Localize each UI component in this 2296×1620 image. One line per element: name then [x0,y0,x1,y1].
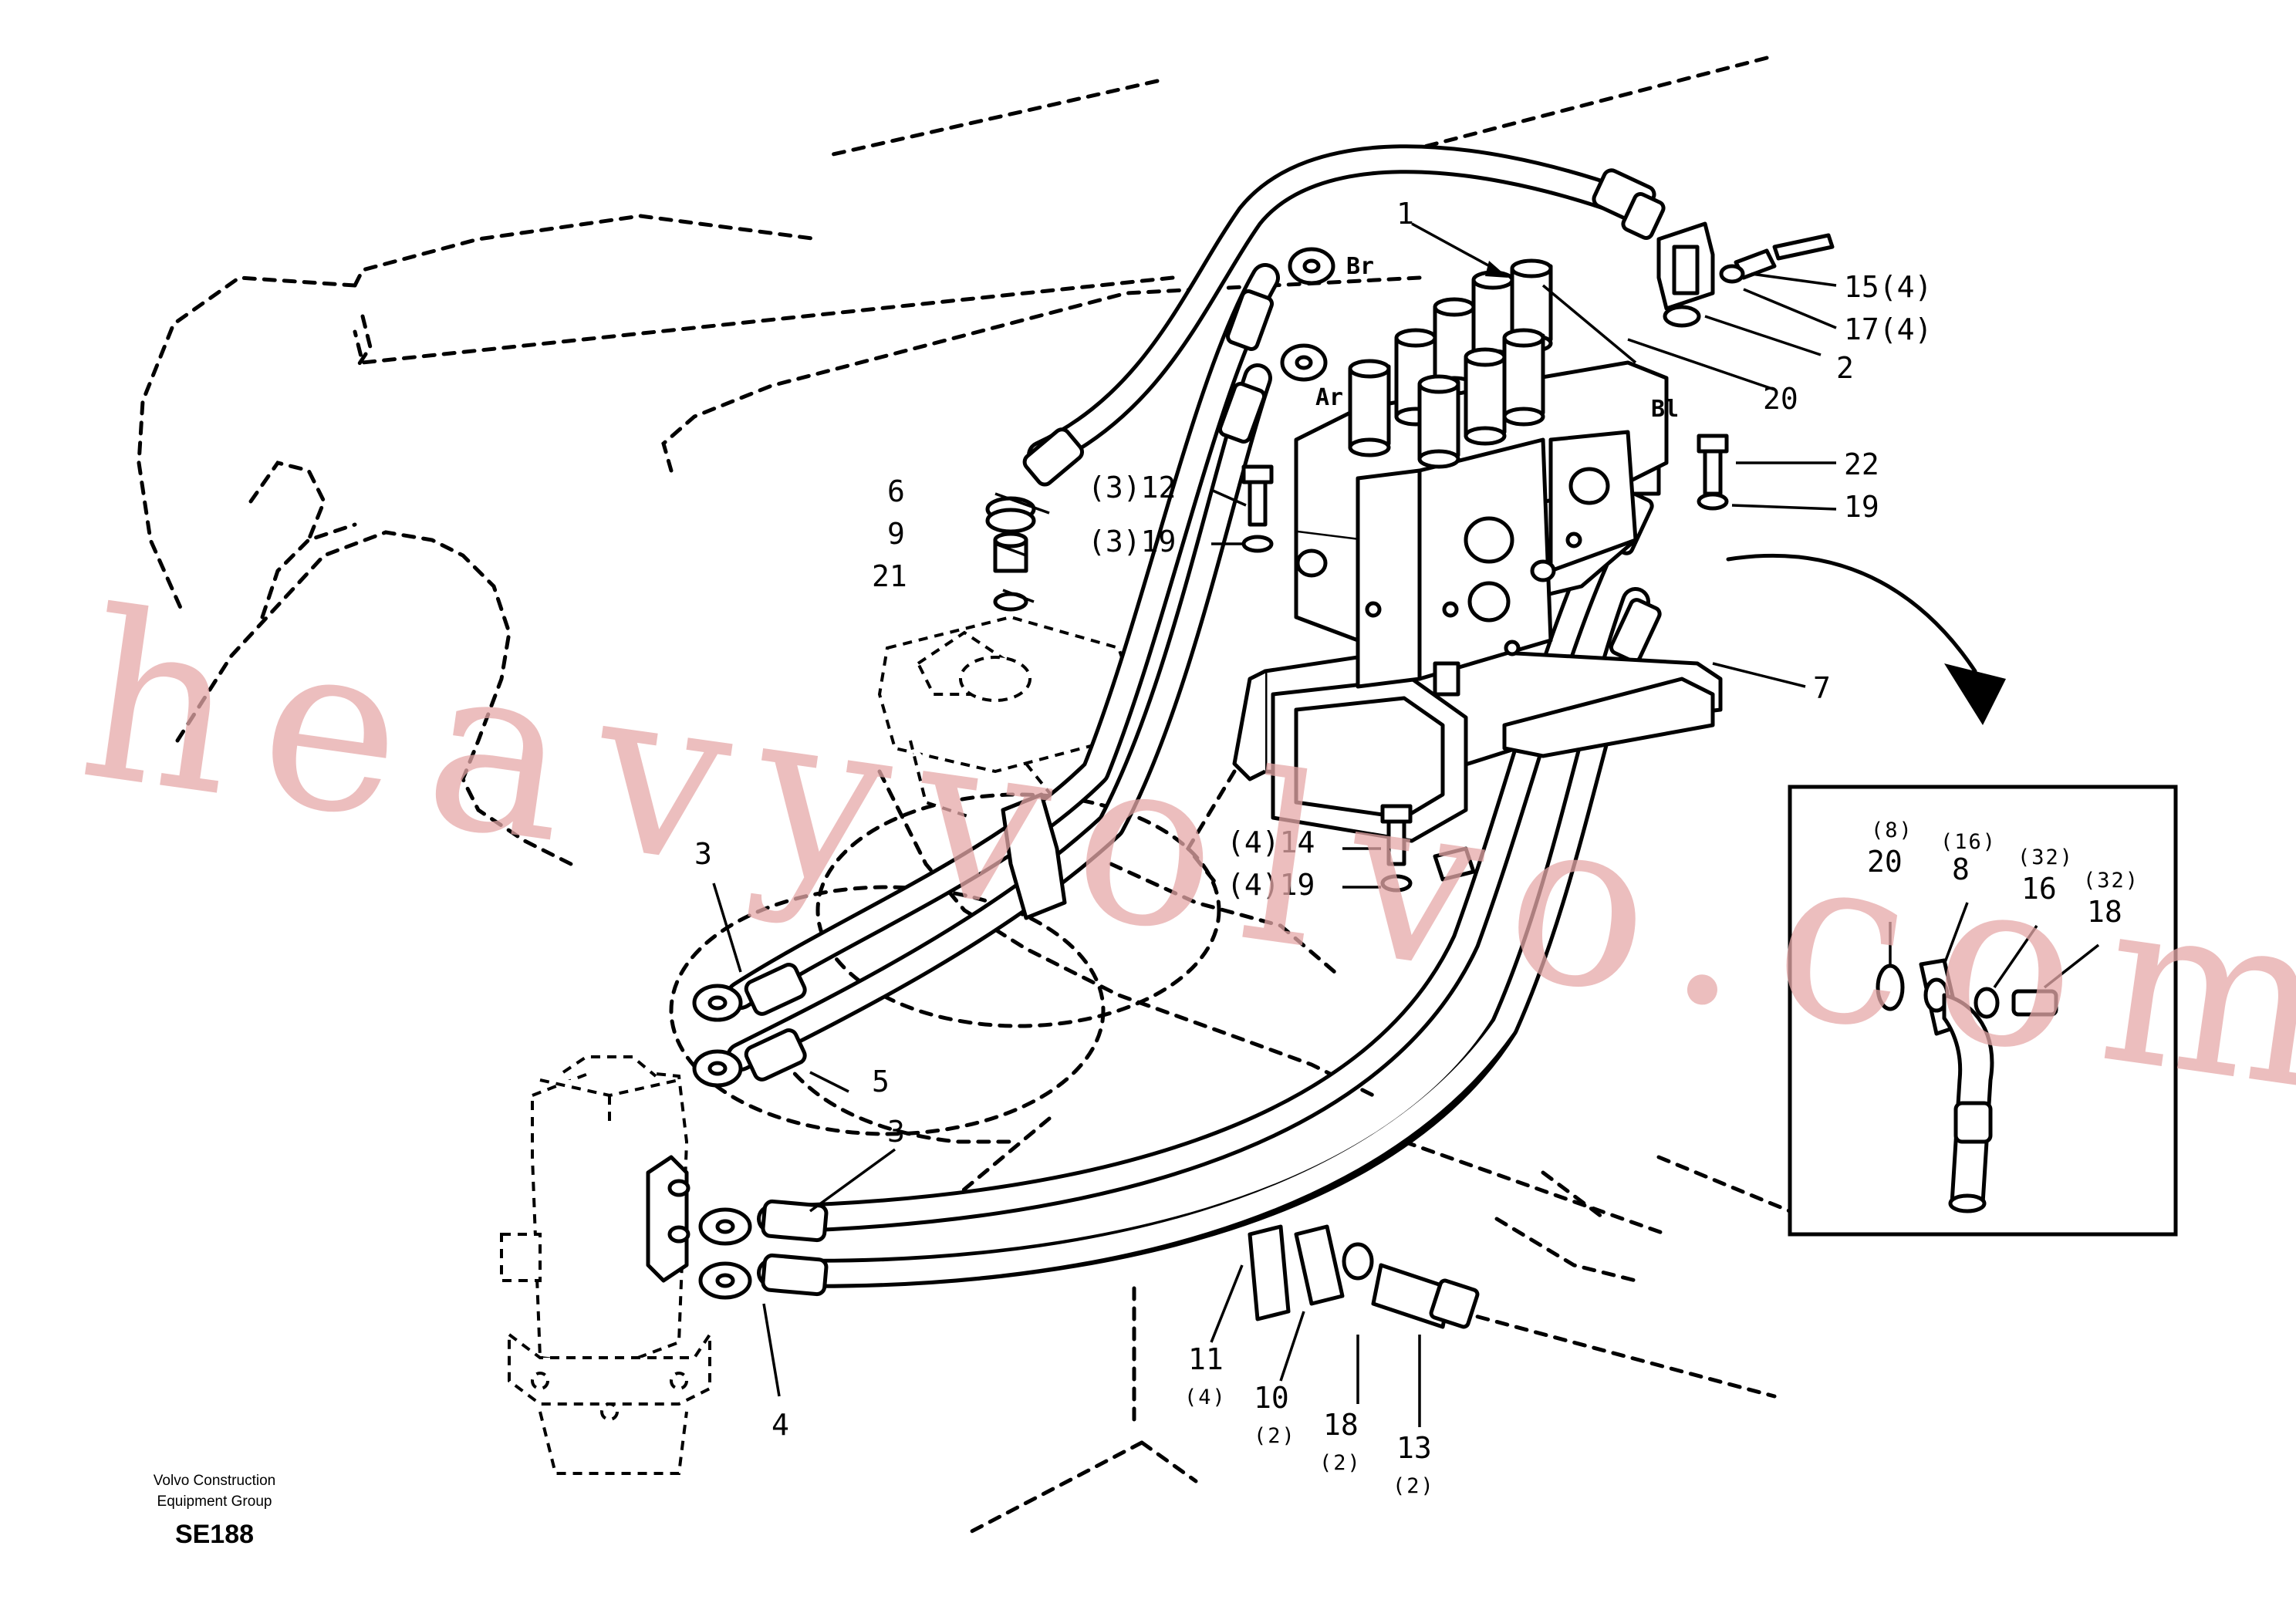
inset-8-qty: (16) [1940,830,1997,854]
callout-3-lower: 3 [887,1115,905,1149]
detail-inset [1788,785,2178,1237]
callout-19-right: 19 [1844,490,1879,524]
callout-15: 15(4) [1844,270,1932,304]
port-br-label: Br [1346,253,1374,280]
callout-2: 2 [1836,351,1854,385]
company-name-line2: Equipment Group [157,1493,272,1510]
inset-labels: (8) 20 (16) 8 (32) 16 (32) 18 [1867,818,2139,929]
callout-11: 11 [1188,1342,1224,1376]
callout-10-qty: (2) [1254,1424,1296,1448]
inset-20-qty: (8) [1871,818,1913,842]
figure-code: SE188 [175,1520,254,1549]
callout-20: 20 [1763,382,1798,416]
callout-17: 17(4) [1844,312,1932,346]
callout-labels: 1 2 20 15(4) 17(4) 22 19 7 (3)12 (3)19 6… [694,197,1932,1498]
detail-arrow [1726,554,2006,725]
inset-18: 18 [2087,895,2122,929]
inset-20: 20 [1867,845,1903,879]
inset-18-qty: (32) [2083,869,2139,893]
callout-4: 4 [772,1408,789,1442]
hose-clamps [1001,792,1345,1321]
callout-3-upper: 3 [694,837,712,871]
callout-13-qty: (2) [1393,1474,1435,1498]
callout-12: (3)12 [1088,471,1176,505]
callout-11-qty: (4) [1184,1385,1227,1409]
callout-6: 6 [887,474,905,508]
inset-16: 16 [2021,872,2057,906]
solenoid-valves [1348,258,1553,469]
callout-1: 1 [1396,197,1414,231]
leader-lines [712,222,2100,1427]
machine-outline [137,56,1792,1537]
company-name-line1: Volvo Construction [154,1473,275,1489]
control-valve [1232,258,1723,843]
inset-8: 8 [1952,852,1970,886]
hoses [726,144,1650,1288]
loose-fasteners [985,434,1729,1329]
callout-19-bottom: (4)19 [1227,868,1315,902]
footer: Volvo Construction Equipment Group SE188 [154,1473,275,1549]
port-ar-label: Ar [1315,384,1343,411]
inset-16-qty: (32) [2017,845,2074,869]
callout-5: 5 [872,1065,890,1099]
port-labels: Br Ar Bl [1315,253,1679,423]
callout-18-qty: (2) [1319,1451,1362,1475]
callout-10: 10 [1254,1381,1289,1415]
callout-7: 7 [1813,671,1831,705]
callout-22: 22 [1844,447,1879,481]
swing-motor [877,615,1136,819]
callout-14: (4)14 [1227,825,1315,859]
callout-13: 13 [1396,1431,1432,1465]
callout-9: 9 [887,517,905,551]
callout-21: 21 [872,559,907,593]
port-bl-label: Bl [1651,396,1679,423]
adaptor-flange [1656,221,1835,328]
center-swivel-joint [500,1055,711,1475]
callout-19-left: (3)19 [1088,525,1176,559]
callout-18: 18 [1323,1408,1359,1442]
